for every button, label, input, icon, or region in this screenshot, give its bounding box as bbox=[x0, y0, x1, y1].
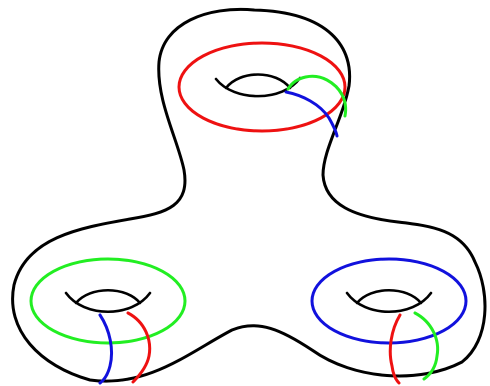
left-hole-lower-edge bbox=[66, 293, 150, 312]
left-handle-longitude-curve-b bbox=[128, 313, 150, 382]
top-handle-meridian-curve bbox=[179, 43, 345, 131]
right-hole-upper-edge bbox=[357, 290, 421, 303]
surface-outline bbox=[13, 9, 485, 381]
right-handle-meridian-curve bbox=[312, 259, 466, 343]
right-handle-longitude-curve-a bbox=[390, 315, 400, 383]
left-handle-longitude-curve-a bbox=[100, 315, 112, 383]
top-handle bbox=[179, 43, 346, 136]
right-hole-lower-edge bbox=[347, 293, 431, 312]
right-handle-longitude-curve-b bbox=[415, 313, 438, 379]
left-hole-upper-edge bbox=[76, 290, 140, 303]
top-hole-upper-edge bbox=[226, 75, 290, 89]
